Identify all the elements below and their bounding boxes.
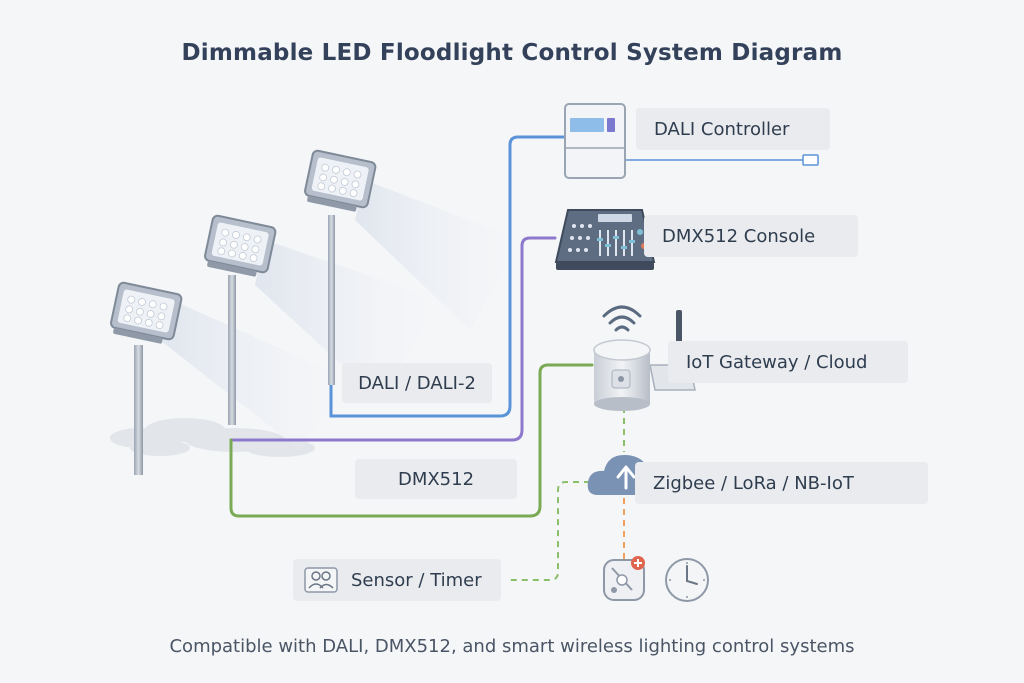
dmx512-bus-label: DMX512	[355, 459, 517, 499]
diagram-title: Dimmable LED Floodlight Control System D…	[181, 40, 843, 66]
wifi-icon	[602, 305, 642, 332]
diagram-caption: Compatible with DALI, DMX512, and smart …	[169, 636, 855, 657]
sensor-green-link	[510, 481, 590, 581]
sensor-icon	[603, 556, 645, 601]
iot-line	[229, 363, 594, 518]
dali-controller-icon	[564, 103, 626, 179]
dmx512-console-label: DMX512 Console	[644, 215, 858, 257]
clock-icon	[665, 558, 709, 602]
dali-line	[329, 135, 565, 418]
dali-controller-label: DALI Controller	[636, 108, 830, 150]
dmx-console-icon	[554, 209, 656, 270]
dali-bus-label: DALI / DALI-2	[342, 363, 492, 403]
zigbee-lora-label: Zigbee / LoRa / NB-IoT	[635, 462, 928, 504]
light-beams	[160, 180, 520, 450]
dali-terminal	[802, 154, 819, 166]
floodlight-icon	[110, 149, 377, 475]
dmx-line	[229, 236, 557, 442]
sensor-timer-label: Sensor / Timer	[293, 559, 501, 601]
people-icon	[304, 567, 338, 593]
iot-gateway-label: IoT Gateway / Cloud	[668, 341, 908, 383]
